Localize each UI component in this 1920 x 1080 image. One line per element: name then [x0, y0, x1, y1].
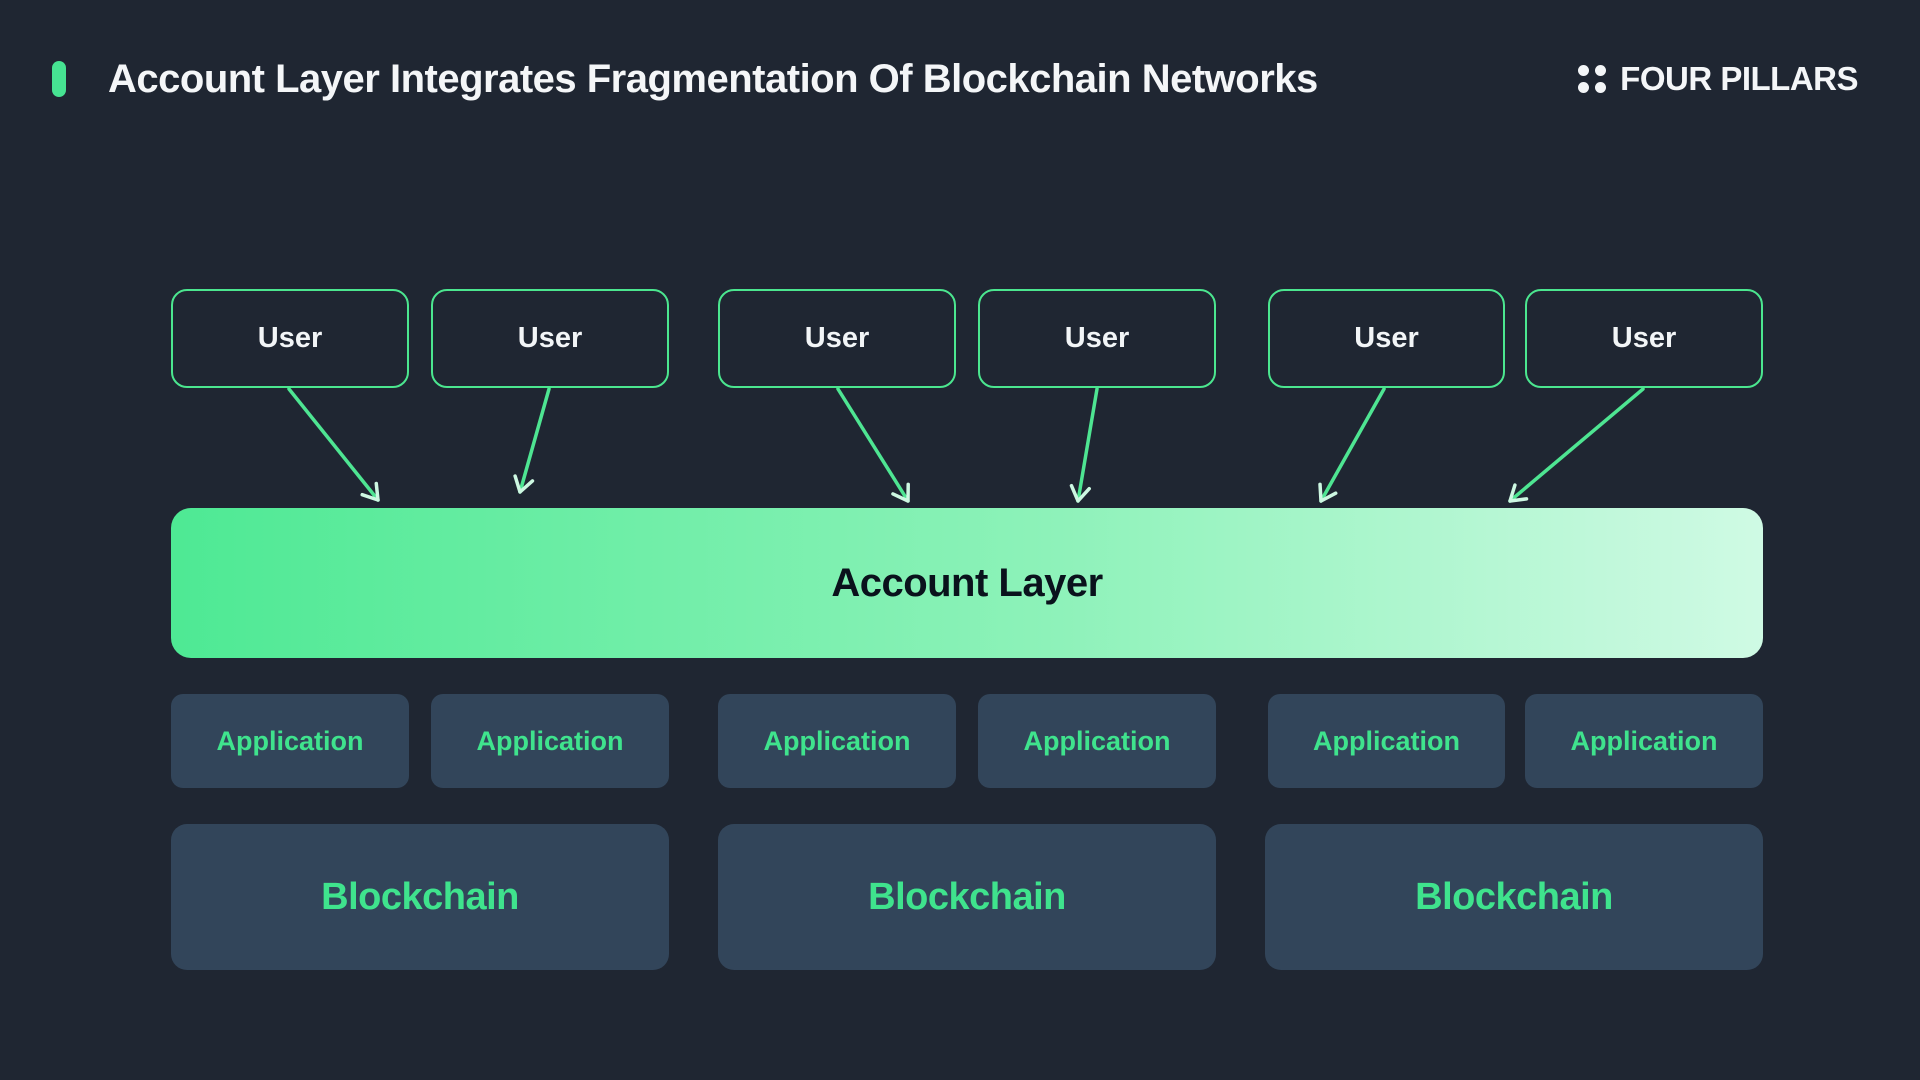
application-box: Application: [1525, 694, 1763, 788]
application-box: Application: [718, 694, 956, 788]
user-box: User: [978, 289, 1216, 388]
page-title: Account Layer Integrates Fragmentation O…: [108, 56, 1318, 101]
arrow: [287, 388, 380, 502]
application-box: Application: [978, 694, 1216, 788]
brand-logo: FOUR PILLARS: [1578, 56, 1858, 102]
user-box: User: [1525, 289, 1763, 388]
user-to-account-arrows: [287, 388, 1645, 503]
account-layer-label: Account Layer: [831, 560, 1103, 605]
brand-name: FOUR PILLARS: [1620, 60, 1858, 97]
account-layer-bar: Account Layer: [171, 508, 1763, 658]
user-box: User: [718, 289, 956, 388]
blockchain-box: Blockchain: [1265, 824, 1763, 970]
dot: [1595, 65, 1607, 76]
user-box: User: [431, 289, 669, 388]
blockchain-box: Blockchain: [718, 824, 1216, 970]
arrow: [513, 388, 551, 494]
user-box: User: [1268, 289, 1505, 388]
dot: [1578, 82, 1590, 93]
application-box: Application: [1268, 694, 1505, 788]
dot: [1578, 65, 1590, 76]
application-box: Application: [171, 694, 409, 788]
arrow: [1069, 388, 1099, 503]
arrow: [836, 388, 910, 503]
dot: [1595, 82, 1607, 93]
application-box: Application: [431, 694, 669, 788]
four-dots-icon: [1578, 65, 1607, 93]
user-box: User: [171, 289, 409, 388]
blockchain-box: Blockchain: [171, 824, 669, 970]
title-accent-bar: [52, 61, 66, 97]
arrow: [1508, 388, 1645, 503]
arrow: [1318, 388, 1386, 503]
